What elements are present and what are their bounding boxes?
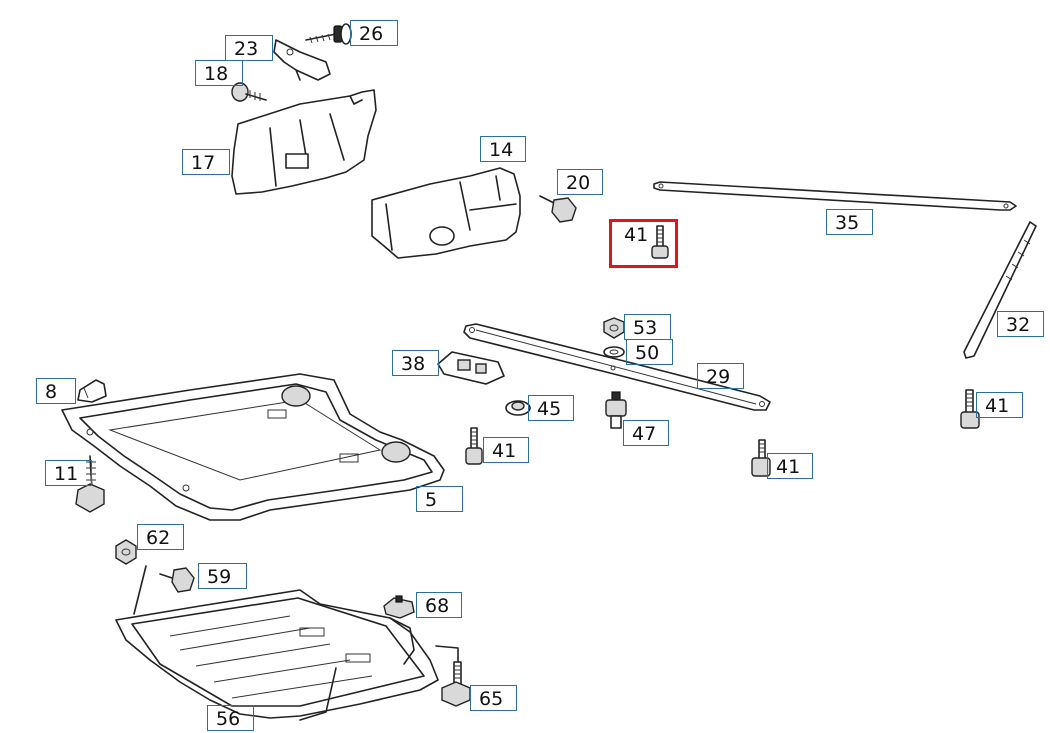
part-17-panel xyxy=(231,89,377,195)
part-38-plate xyxy=(437,351,505,385)
callout-8[interactable]: 8 xyxy=(36,378,76,404)
callout-32[interactable]: 32 xyxy=(997,311,1044,337)
callout-41-far-right[interactable]: 41 xyxy=(976,392,1023,418)
part-32-strut xyxy=(963,221,1037,359)
callout-56[interactable]: 56 xyxy=(207,705,254,731)
callout-14[interactable]: 14 xyxy=(480,136,526,162)
callout-38[interactable]: 38 xyxy=(392,350,439,376)
callout-62[interactable]: 62 xyxy=(137,524,184,550)
part-68-clip xyxy=(383,595,415,619)
part-20-bolt xyxy=(539,195,577,223)
callout-41-highlighted[interactable]: 41 xyxy=(624,224,649,246)
part-50-washer xyxy=(603,346,625,358)
part-35-rod xyxy=(653,181,1017,211)
part-26-screw xyxy=(305,23,352,45)
part-59-bolt xyxy=(159,567,195,593)
part-29-crossbar xyxy=(463,323,771,411)
callout-29[interactable]: 29 xyxy=(697,363,744,389)
callout-23[interactable]: 23 xyxy=(225,35,273,61)
callout-26[interactable]: 26 xyxy=(350,20,398,46)
part-23-bracket xyxy=(273,39,331,81)
part-41-bolt-highlighted xyxy=(651,225,669,259)
part-53-nut xyxy=(603,317,625,339)
part-8-clip xyxy=(77,379,107,403)
callout-35[interactable]: 35 xyxy=(826,209,873,235)
callout-41-center[interactable]: 41 xyxy=(483,437,529,463)
callout-18[interactable]: 18 xyxy=(195,60,243,86)
part-47-mount xyxy=(605,391,627,429)
callout-65[interactable]: 65 xyxy=(470,685,517,711)
callout-41-right[interactable]: 41 xyxy=(767,453,813,479)
callout-5[interactable]: 5 xyxy=(416,486,463,512)
callout-20[interactable]: 20 xyxy=(557,169,603,195)
callout-68[interactable]: 68 xyxy=(416,592,462,618)
part-45-grommet xyxy=(505,400,531,416)
part-5-underbody-tray xyxy=(61,373,445,521)
part-56-skid-plate xyxy=(115,565,459,721)
part-18-screw xyxy=(231,82,267,102)
callout-50[interactable]: 50 xyxy=(626,339,673,365)
callout-11[interactable]: 11 xyxy=(45,460,92,486)
part-41-bolt-far-right xyxy=(960,389,980,429)
highlight-frame xyxy=(609,219,678,268)
part-41-bolt-center xyxy=(465,427,483,465)
callout-17[interactable]: 17 xyxy=(182,149,230,175)
callout-45[interactable]: 45 xyxy=(528,395,574,421)
callout-53[interactable]: 53 xyxy=(624,314,671,340)
part-41-bolt-right xyxy=(751,439,771,477)
part-65-bolt xyxy=(441,661,471,707)
part-62-nut xyxy=(115,539,137,565)
callout-59[interactable]: 59 xyxy=(198,563,247,589)
part-14-panel xyxy=(371,167,521,259)
callout-47[interactable]: 47 xyxy=(623,420,669,446)
